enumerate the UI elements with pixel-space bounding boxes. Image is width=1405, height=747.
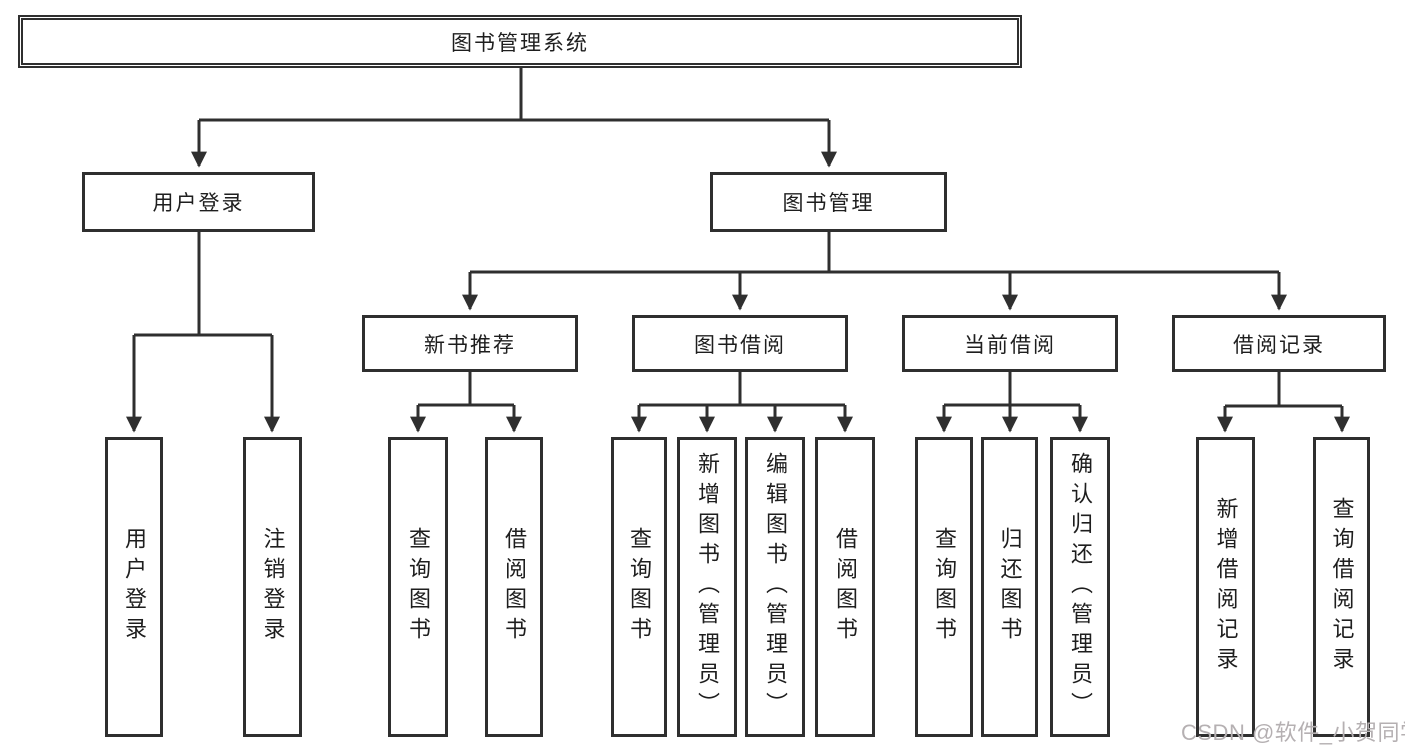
node-label: 用户登录	[152, 192, 245, 215]
node-leaf-query-books-recommend: 查询图书	[388, 437, 448, 737]
node-leaf-query-books-current: 查询图书	[915, 437, 973, 737]
node-borrowing-records: 借阅记录	[1172, 315, 1386, 372]
node-book-borrowing: 图书借阅	[632, 315, 848, 372]
node-label: 借阅图书	[502, 527, 527, 647]
node-label: 借阅图书	[833, 527, 858, 647]
node-label: 新书推荐	[424, 333, 516, 357]
node-new-book-recommend: 新书推荐	[362, 315, 578, 372]
node-root-system: 图书管理系统	[18, 15, 1022, 68]
node-leaf-confirm-return-admin: 确认归还（管理员）	[1050, 437, 1110, 737]
node-label: 查询图书	[627, 527, 652, 647]
node-leaf-query-borrow-record: 查询借阅记录	[1313, 437, 1370, 737]
node-current-borrowing: 当前借阅	[902, 315, 1118, 372]
node-label: 新增借阅记录	[1213, 497, 1239, 677]
node-label: 图书管理系统	[451, 31, 589, 55]
node-leaf-borrow-books-recommend: 借阅图书	[485, 437, 543, 737]
node-label: 查询图书	[406, 527, 431, 647]
node-leaf-return-books: 归还图书	[981, 437, 1038, 737]
node-label: 查询借阅记录	[1329, 497, 1355, 677]
node-label: 新增图书（管理员）	[695, 452, 720, 722]
node-leaf-add-books-admin: 新增图书（管理员）	[677, 437, 737, 737]
csdn-watermark: CSDN @软件_小贺同学	[1181, 720, 1405, 745]
node-label: 借阅记录	[1233, 333, 1325, 357]
node-leaf-borrow-books: 借阅图书	[815, 437, 875, 737]
node-label: 注销登录	[260, 527, 286, 647]
node-leaf-logout: 注销登录	[243, 437, 302, 737]
node-label: 图书借阅	[694, 333, 786, 357]
node-label: 编辑图书（管理员）	[763, 452, 788, 722]
node-label: 确认归还（管理员）	[1068, 452, 1093, 722]
node-leaf-user-login: 用户登录	[105, 437, 163, 737]
node-leaf-edit-books-admin: 编辑图书（管理员）	[745, 437, 805, 737]
node-leaf-add-borrow-record: 新增借阅记录	[1196, 437, 1255, 737]
node-label: 用户登录	[122, 527, 147, 647]
node-label: 查询图书	[932, 527, 957, 647]
node-leaf-query-books-borrowing: 查询图书	[611, 437, 667, 737]
node-label: 当前借阅	[964, 333, 1056, 357]
node-book-management: 图书管理	[710, 172, 947, 232]
node-user-login: 用户登录	[82, 172, 315, 232]
node-label: 归还图书	[997, 527, 1023, 647]
node-label: 图书管理	[782, 192, 875, 215]
